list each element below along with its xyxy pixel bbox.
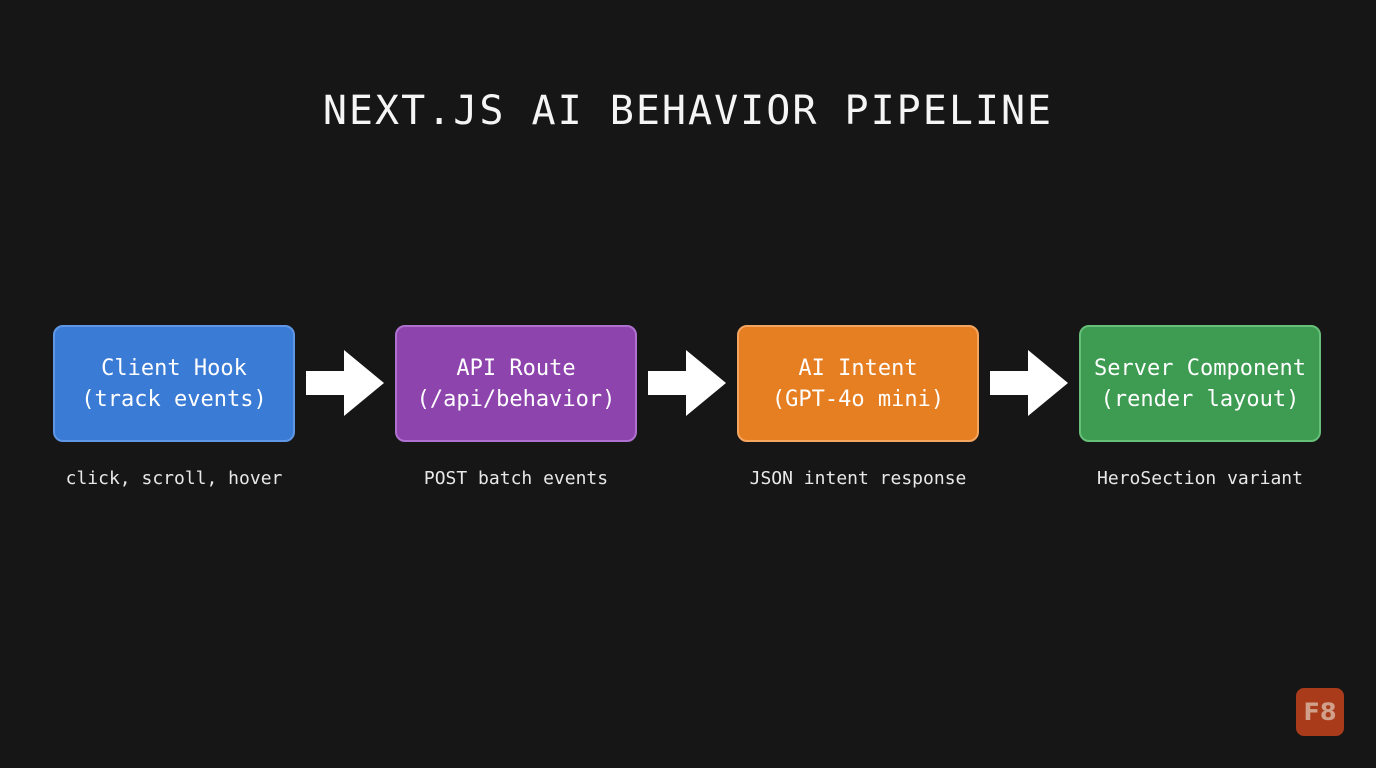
stage-label-line1: Client Hook: [101, 355, 247, 381]
diagram-title: NEXT.JS AI BEHAVIOR PIPELINE: [322, 88, 1054, 134]
stage-ai-intent: AI Intent (GPT-4o mini): [737, 325, 979, 442]
right-arrow-icon: [648, 350, 726, 416]
stage-server-component: Server Component (render layout): [1079, 325, 1321, 442]
stage-caption: POST batch events: [423, 468, 609, 489]
stage-client-hook: Client Hook (track events): [53, 325, 295, 442]
stage-caption: HeroSection variant: [1097, 468, 1303, 489]
stage-label-line1: API Route: [456, 355, 576, 381]
stage-label-line1: Server Component: [1094, 355, 1306, 381]
stage-caption: JSON intent response: [749, 468, 967, 489]
stage-label-line2: (GPT-4o mini): [771, 386, 945, 412]
stage-caption: click, scroll, hover: [65, 468, 283, 489]
stage-api-route: API Route (/api/behavior): [395, 325, 637, 442]
stage-label-line2: (render layout): [1100, 386, 1300, 412]
right-arrow-icon: [306, 350, 384, 416]
right-arrow-icon: [990, 350, 1068, 416]
logo: F8: [1296, 688, 1344, 736]
stage-label-line1: AI Intent: [798, 355, 918, 381]
stage-label-line2: (track events): [81, 386, 267, 412]
stage-label-line2: (/api/behavior): [416, 386, 616, 412]
